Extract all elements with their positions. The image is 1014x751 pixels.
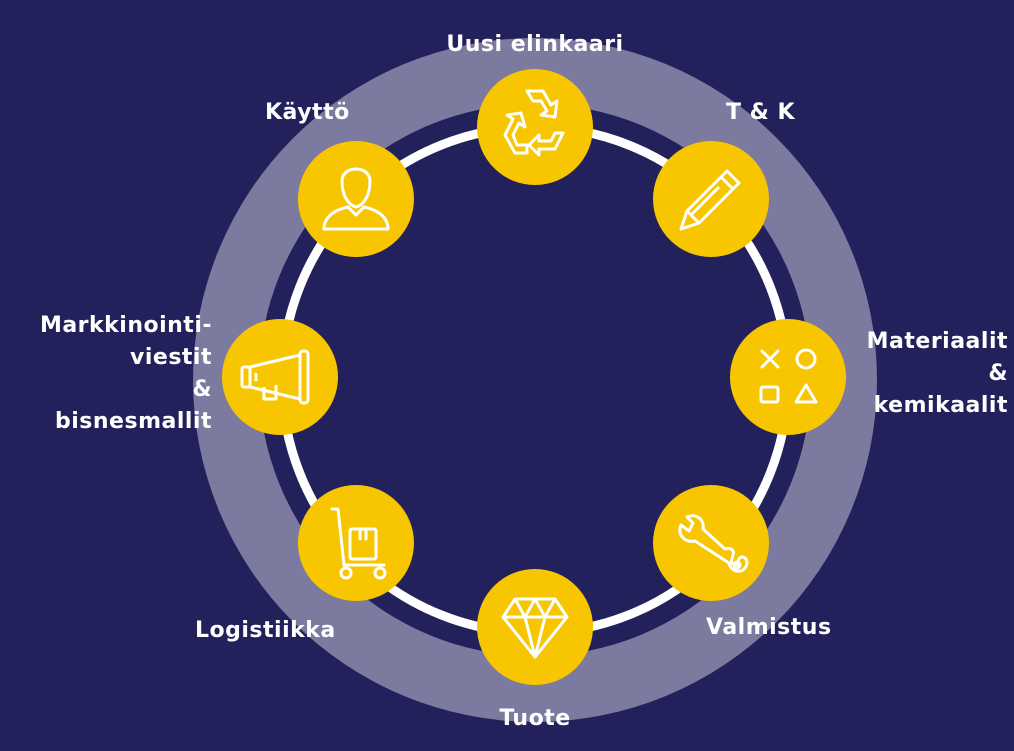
node-kaytto[interactable]	[298, 141, 414, 257]
label-line: Valmistus	[706, 615, 832, 640]
label-line: viestit	[130, 345, 212, 370]
label-valmistus: Valmistus	[706, 612, 832, 644]
label-line: bisnesmallit	[55, 409, 212, 434]
user-icon	[322, 167, 390, 231]
node-markkinointi[interactable]	[222, 319, 338, 435]
label-line: T & K	[726, 100, 796, 125]
node-tuote[interactable]	[477, 569, 593, 685]
label-line: Käyttö	[265, 100, 350, 125]
label-line: Materiaalit	[866, 329, 1008, 354]
node-valmistus[interactable]	[653, 485, 769, 601]
megaphone-icon	[240, 349, 310, 405]
node-t-k[interactable]	[653, 141, 769, 257]
diamond-icon	[501, 597, 569, 659]
label-tuote: Tuote	[435, 703, 635, 735]
label-line: &	[988, 361, 1008, 386]
label-logistiikka: Logistiikka	[195, 615, 336, 647]
label-markkinointi: Markkinointi- viestit & bisnesmallit	[6, 310, 212, 438]
node-logistiikka[interactable]	[298, 485, 414, 601]
label-line: &	[192, 377, 212, 402]
node-materiaalit-kemikaalit[interactable]	[730, 319, 846, 435]
label-materiaalit-kemikaalit: Materiaalit & kemikaalit	[840, 326, 1008, 422]
node-uusi-elinkaari[interactable]	[477, 69, 593, 185]
shapes-icon	[759, 348, 818, 404]
label-uusi-elinkaari: Uusi elinkaari	[405, 29, 665, 61]
label-line: Logistiikka	[195, 618, 336, 643]
hand-truck-icon	[330, 507, 387, 580]
label-line: Markkinointi-	[39, 313, 212, 338]
label-t-k: T & K	[726, 97, 795, 129]
wrench-icon	[678, 514, 749, 573]
label-kaytto: Käyttö	[265, 97, 350, 129]
pencil-icon	[679, 169, 741, 231]
label-line: kemikaalit	[873, 393, 1008, 418]
recycle-icon	[503, 89, 565, 157]
label-line: Tuote	[499, 706, 571, 731]
label-line: Uusi elinkaari	[446, 32, 624, 57]
